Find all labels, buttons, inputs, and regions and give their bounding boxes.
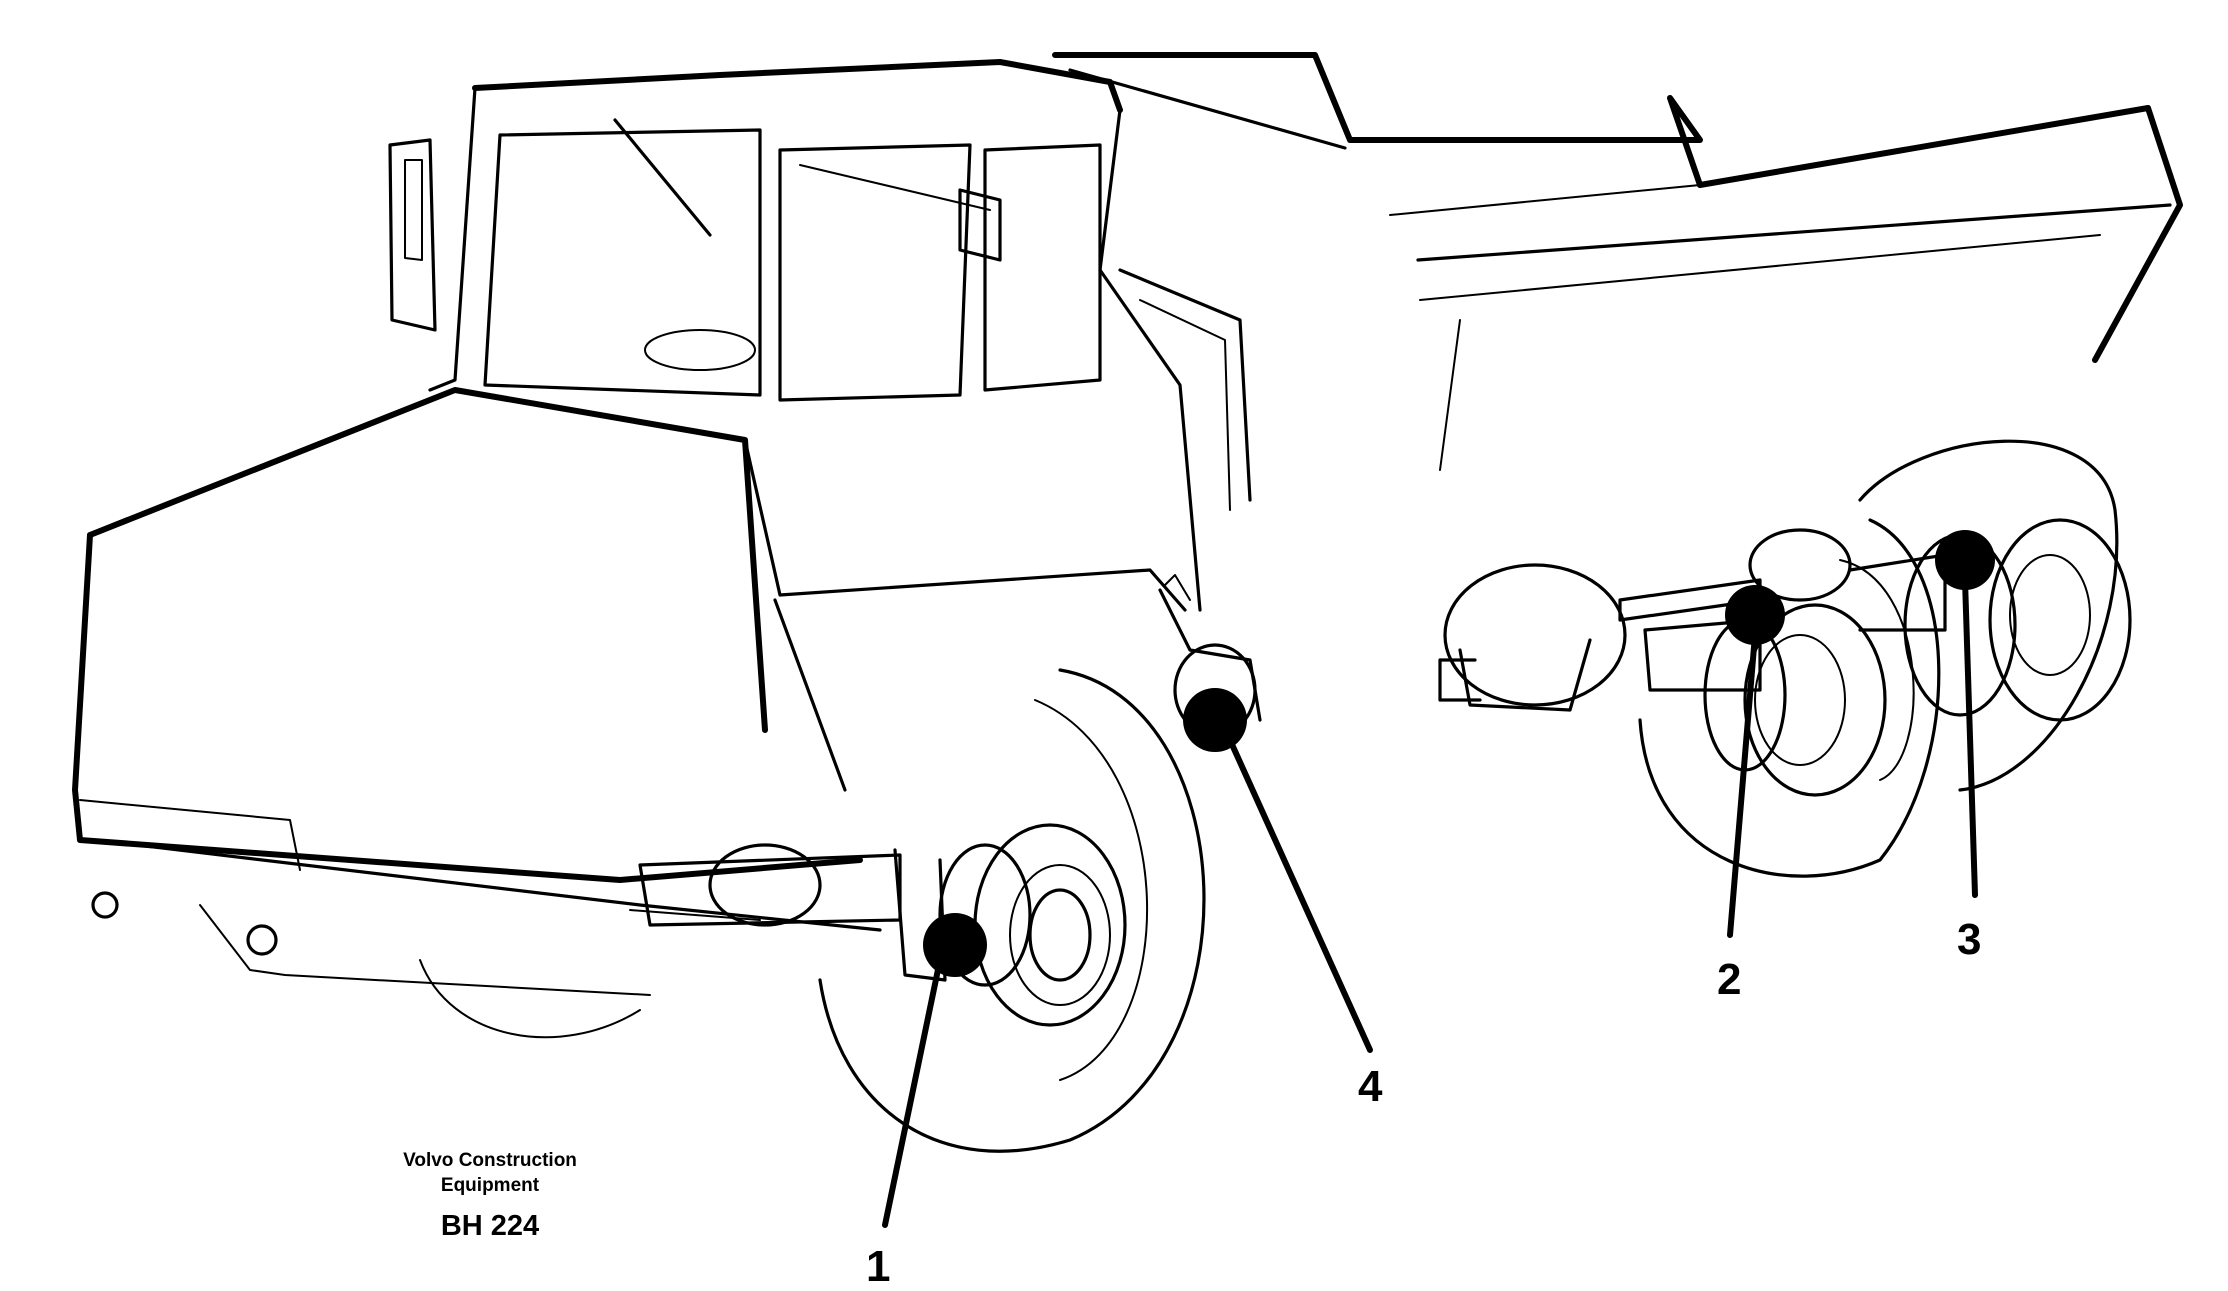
lube-point-2-dot xyxy=(1725,585,1785,645)
lube-point-1-dot xyxy=(923,913,987,977)
dump-body xyxy=(1052,52,2183,471)
rear-bogie xyxy=(1438,439,2132,878)
callout-3-label: 3 xyxy=(1957,915,1982,964)
lube-point-4-dot xyxy=(1183,688,1247,752)
callout-4-label: 4 xyxy=(1358,1062,1383,1111)
lube-point-3-dot xyxy=(1935,530,1995,590)
callout-2-label: 2 xyxy=(1717,955,1742,1004)
figure-code: BH 224 xyxy=(440,1210,540,1242)
cab xyxy=(388,59,1252,612)
company-caption: Volvo Construction Equipment xyxy=(403,1150,577,1196)
engine-hood xyxy=(72,387,1187,996)
leader-lines xyxy=(882,577,1978,1228)
callout-1-label: 1 xyxy=(866,1242,891,1291)
front-wheel xyxy=(419,668,1206,1153)
